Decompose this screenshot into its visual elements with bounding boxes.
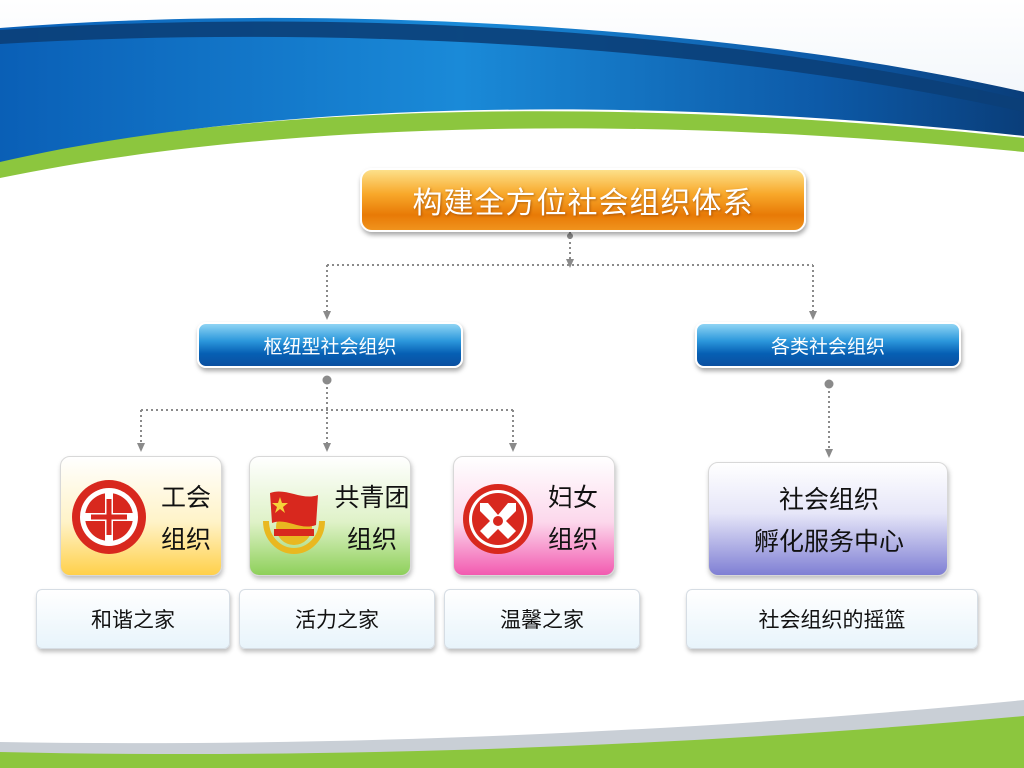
- org-name-line2: 组织: [160, 525, 211, 554]
- connector-dots: [322, 233, 834, 389]
- branch-node-label: 枢纽型社会组织: [263, 335, 397, 358]
- connector-lines: [140, 232, 830, 452]
- branch-node-label: 各类社会组织: [770, 335, 885, 358]
- youth-league-emblem-icon: [263, 491, 325, 555]
- org-name-line1: 工会: [160, 483, 211, 512]
- org-name-line2: 组织: [547, 525, 598, 554]
- org-node-trade-union: 工会 组织: [60, 456, 222, 576]
- connector-arrows: [137, 259, 833, 458]
- org-name-line1: 妇女: [547, 483, 598, 512]
- home-label-warmth: 温馨之家: [444, 589, 640, 649]
- home-label-text: 社会组织的摇篮: [758, 608, 906, 632]
- home-label-text: 和谐之家: [91, 608, 175, 632]
- header-swoosh-green: [0, 111, 1024, 178]
- branch-node-various-organizations: 各类社会组织: [695, 322, 961, 368]
- header-highlight: [0, 0, 1024, 92]
- org-node-incubation-center: 社会组织 孵化服务中心: [708, 462, 948, 576]
- org-node-womens-federation: 妇女 组织: [453, 456, 615, 576]
- womens-federation-emblem-icon: [463, 484, 533, 554]
- root-node: 构建全方位社会组织体系: [360, 168, 806, 232]
- org-name-line1: 共青团: [334, 483, 410, 512]
- branch-node-hub-organizations: 枢纽型社会组织: [197, 322, 463, 368]
- home-label-cradle: 社会组织的摇篮: [686, 589, 978, 649]
- root-node-label: 构建全方位社会组织体系: [412, 186, 754, 221]
- home-label-vitality: 活力之家: [239, 589, 435, 649]
- org-name-line1: 社会组织: [778, 485, 879, 514]
- home-label-text: 活力之家: [295, 608, 379, 632]
- header-swoosh-dark: [0, 21, 1024, 112]
- home-label-harmony: 和谐之家: [36, 589, 230, 649]
- org-name-line2: 组织: [346, 525, 397, 554]
- trade-union-emblem-icon: [72, 480, 146, 554]
- org-name-line2: 孵化服务中心: [753, 527, 904, 556]
- home-label-text: 温馨之家: [500, 608, 584, 632]
- org-node-youth-league: 共青团 组织: [249, 456, 411, 576]
- footer-swoosh-green: [0, 716, 1024, 768]
